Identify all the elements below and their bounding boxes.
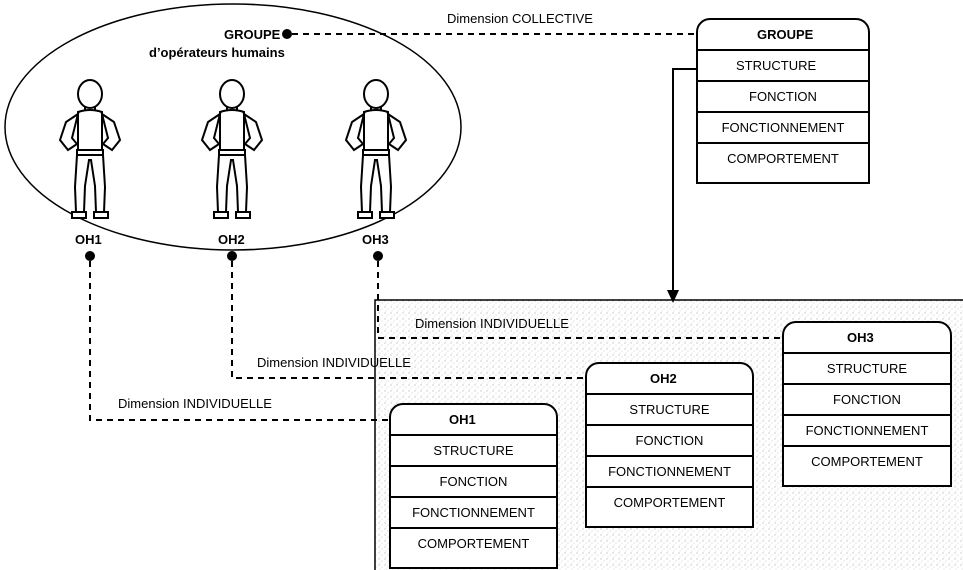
groupe-row-fonction: FONCTION: [698, 82, 868, 113]
oh2-row-fonctionnement: FONCTIONNEMENT: [587, 457, 752, 488]
groupe-box: GROUPE STRUCTURE FONCTION FONCTIONNEMENT…: [696, 18, 870, 184]
oh2-row-structure: STRUCTURE: [587, 395, 752, 426]
oh1-box-header: OH1: [391, 405, 556, 436]
oh1-box: OH1 STRUCTURE FONCTION FONCTIONNEMENT CO…: [389, 403, 558, 569]
oh2-box: OH2 STRUCTURE FONCTION FONCTIONNEMENT CO…: [585, 362, 754, 528]
operator-figure-oh1: [59, 79, 121, 219]
individual-dimension-label-1: Dimension INDIVIDUELLE: [118, 396, 272, 411]
group-ellipse: [4, 3, 462, 251]
oh2-dot: [227, 251, 237, 261]
group-dot: [282, 29, 292, 39]
oh3-row-structure: STRUCTURE: [784, 354, 950, 385]
oh3-row-fonction: FONCTION: [784, 385, 950, 416]
oh3-box-title: OH3: [847, 330, 874, 345]
groupe-row-fonctionnement: FONCTIONNEMENT: [698, 113, 868, 144]
oh3-row-fonctionnement: FONCTIONNEMENT: [784, 416, 950, 447]
individual-dimension-label-2: Dimension INDIVIDUELLE: [257, 355, 411, 370]
oh1-dot: [85, 251, 95, 261]
oh3-box-header: OH3: [784, 323, 950, 354]
group-subtitle: d’opérateurs humains: [149, 45, 285, 60]
operator-label-oh1: OH1: [75, 232, 102, 247]
oh2-row-comportement: COMPORTEMENT: [613, 495, 726, 510]
oh3-row-comportement: COMPORTEMENT: [811, 454, 923, 469]
operator-figure-oh2: [201, 79, 263, 219]
operator-label-oh2: OH2: [218, 232, 245, 247]
oh2-row-fonction: FONCTION: [587, 426, 752, 457]
collective-dimension-label: Dimension COLLECTIVE: [447, 11, 593, 26]
operator-figure-oh3: [345, 79, 407, 219]
groupe-row-comportement: COMPORTEMENT: [727, 151, 839, 166]
oh2-box-title: OH2: [650, 371, 677, 386]
oh3-box: OH3 STRUCTURE FONCTION FONCTIONNEMENT CO…: [782, 321, 952, 487]
group-title: GROUPE: [224, 27, 281, 42]
oh1-box-title: OH1: [449, 412, 476, 427]
oh1-row-structure: STRUCTURE: [391, 436, 556, 467]
oh1-row-fonctionnement: FONCTIONNEMENT: [391, 498, 556, 529]
groupe-row-structure: STRUCTURE: [698, 51, 868, 82]
oh1-row-fonction: FONCTION: [391, 467, 556, 498]
oh3-dot: [373, 251, 383, 261]
oh1-row-comportement: COMPORTEMENT: [417, 536, 530, 551]
oh2-box-header: OH2: [587, 364, 752, 395]
groupe-box-title: GROUPE: [757, 27, 814, 42]
operator-label-oh3: OH3: [362, 232, 389, 247]
groupe-box-header: GROUPE: [698, 20, 868, 51]
individual-dimension-label-3: Dimension INDIVIDUELLE: [415, 316, 569, 331]
